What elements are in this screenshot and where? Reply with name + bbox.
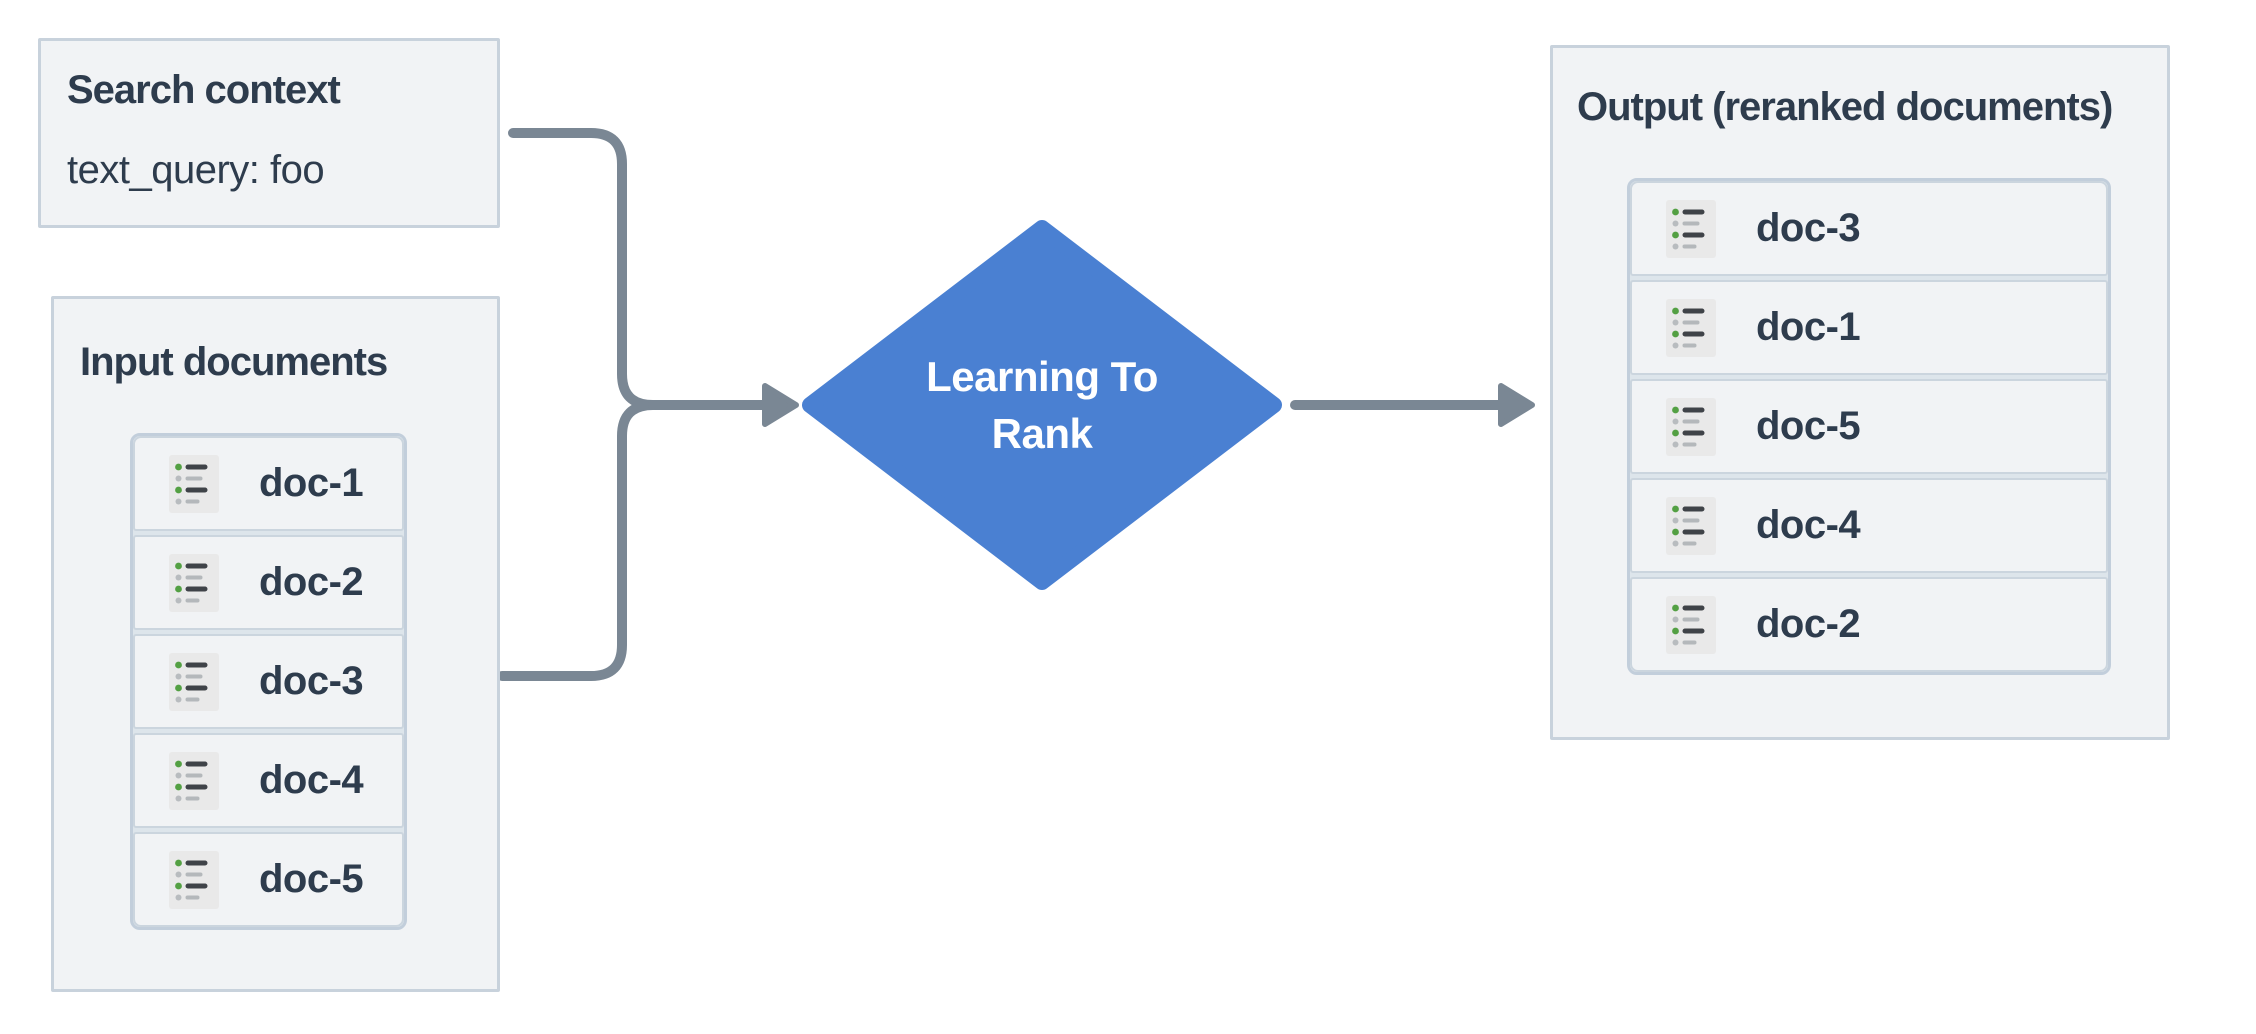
doc-label: doc-4 — [1756, 503, 1861, 547]
doc-label: doc-2 — [259, 560, 364, 604]
list-item: doc-4 — [1630, 478, 2108, 573]
document-list-icon — [169, 851, 219, 909]
doc-label: doc-4 — [259, 758, 364, 802]
list-item: doc-2 — [133, 535, 404, 630]
input-documents-box: Input documents doc-1 doc-2 doc-3 doc-4 … — [51, 296, 500, 992]
ranker-diamond-label: Learning To Rank — [810, 228, 1274, 582]
ranker-label-line1: Learning To — [926, 353, 1158, 400]
list-item: doc-3 — [133, 634, 404, 729]
merge-arrowhead-icon — [762, 383, 799, 427]
document-list-icon — [1666, 596, 1716, 654]
search-context-query: text_query: foo — [67, 148, 325, 192]
search-context-box: Search context text_query: foo — [38, 38, 500, 228]
document-list-icon — [1666, 497, 1716, 555]
output-arrowhead-icon — [1498, 383, 1535, 427]
list-item: doc-5 — [1630, 379, 2108, 474]
document-list-icon — [169, 554, 219, 612]
document-list-icon — [169, 752, 219, 810]
list-item: doc-3 — [1630, 181, 2108, 276]
document-list-icon — [1666, 398, 1716, 456]
list-item: doc-4 — [133, 733, 404, 828]
list-item: doc-1 — [1630, 280, 2108, 375]
doc-label: doc-5 — [259, 857, 364, 901]
list-item: doc-5 — [133, 832, 404, 927]
search-context-title: Search context — [67, 68, 341, 112]
output-documents-box: Output (reranked documents) doc-3 doc-1 … — [1550, 45, 2170, 740]
document-list-icon — [1666, 200, 1716, 258]
document-list-icon — [169, 455, 219, 513]
input-documents-title: Input documents — [80, 340, 388, 384]
list-item: doc-2 — [1630, 577, 2108, 672]
doc-label: doc-3 — [259, 659, 364, 703]
connector-docs-to-merge — [497, 400, 658, 681]
list-item: doc-1 — [133, 436, 404, 531]
doc-label: doc-2 — [1756, 602, 1861, 646]
document-list-icon — [1666, 299, 1716, 357]
document-list-icon — [169, 653, 219, 711]
input-documents-list: doc-1 doc-2 doc-3 doc-4 doc-5 — [130, 433, 407, 930]
doc-label: doc-5 — [1756, 404, 1861, 448]
connector-search-to-merge — [508, 128, 658, 410]
ranker-label-line2: Rank — [991, 410, 1093, 457]
output-documents-list: doc-3 doc-1 doc-5 doc-4 doc-2 — [1627, 178, 2111, 675]
doc-label: doc-3 — [1756, 206, 1861, 250]
output-documents-title: Output (reranked documents) — [1577, 85, 2113, 129]
doc-label: doc-1 — [259, 461, 364, 505]
doc-label: doc-1 — [1756, 305, 1861, 349]
